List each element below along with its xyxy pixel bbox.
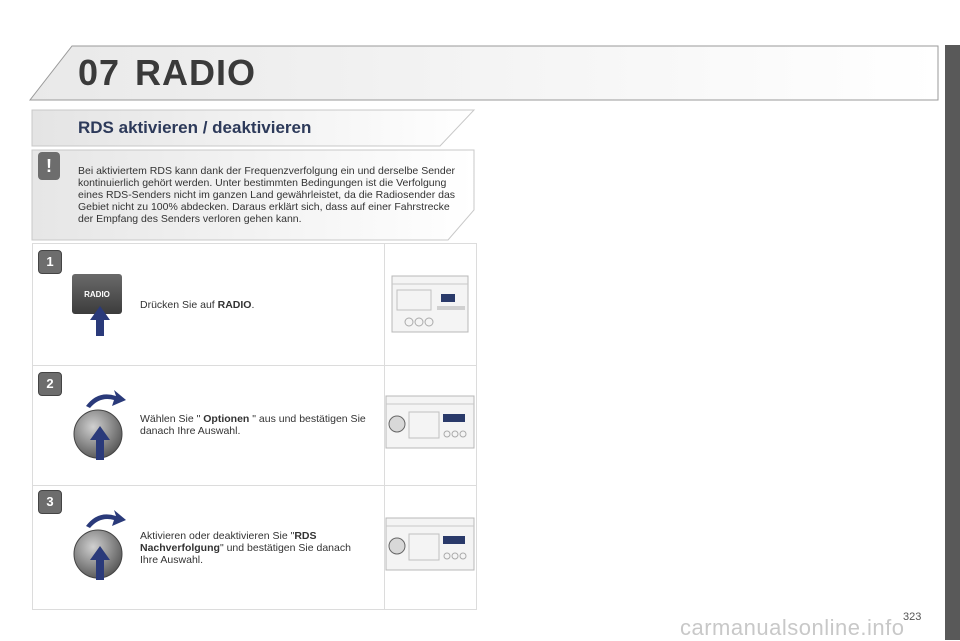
page-number: 323 (903, 611, 922, 623)
steps-column-divider (384, 243, 385, 609)
step-1-text: Drücken Sie auf RADIO. (140, 299, 255, 311)
radio-panel-illustration (385, 516, 475, 577)
chapter-number: 07 (78, 52, 121, 93)
rotary-knob-icon (72, 388, 128, 469)
radio-button-icon: RADIO (72, 274, 124, 343)
step-number-badge: 3 (38, 490, 62, 514)
section-title: RDS aktivieren / deaktivieren (78, 118, 312, 137)
step-number-badge: 2 (38, 372, 62, 396)
radio-panel-illustration (385, 394, 475, 455)
step-3-text: Aktivieren oder deaktivieren Sie "RDS Na… (140, 530, 351, 566)
step-2-text: Wählen Sie " Optionen " aus und bestätig… (140, 413, 366, 437)
chapter-header-frame (28, 45, 939, 101)
rotary-knob-icon (72, 508, 128, 589)
radio-panel-illustration (391, 272, 469, 339)
chapter-title: RADIO (135, 52, 256, 93)
step-divider (32, 365, 476, 366)
warning-badge: ! (38, 152, 60, 180)
note-text: Bei aktiviertem RDS kann dank der Freque… (78, 165, 456, 225)
radio-button-label: RADIO (84, 290, 110, 299)
watermark-url: carmanualsonline.info (680, 615, 905, 640)
step-divider (32, 485, 476, 486)
step-number-badge: 1 (38, 250, 62, 274)
chapter-tab-bar (945, 45, 960, 640)
